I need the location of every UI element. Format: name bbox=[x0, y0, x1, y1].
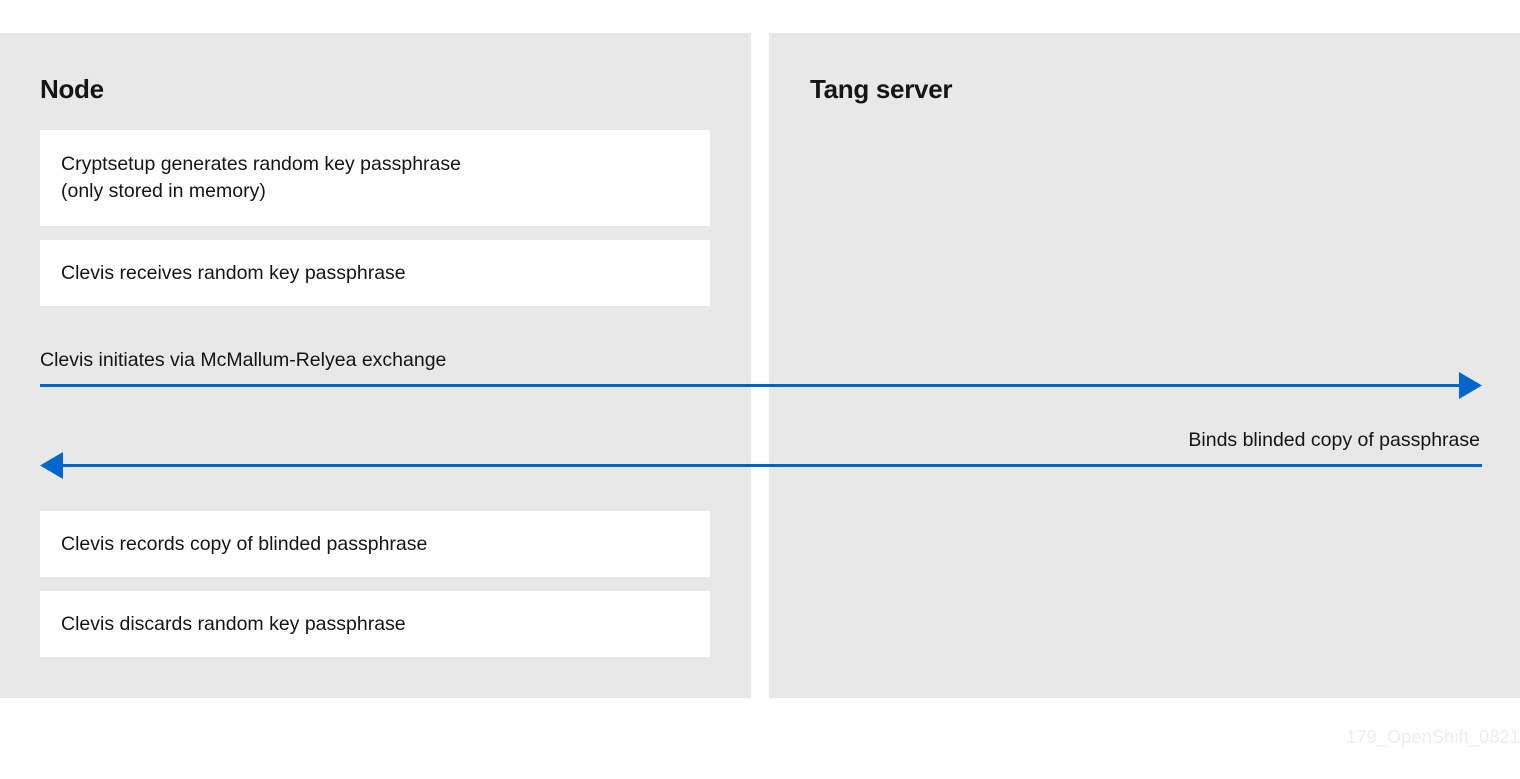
panel-node-title: Node bbox=[40, 74, 104, 104]
step-box-clevis-records: Clevis records copy of blinded passphras… bbox=[40, 511, 710, 577]
panel-tang-server bbox=[769, 33, 1520, 698]
step-label: Clevis receives random key passphrase bbox=[61, 261, 406, 284]
arrow-label-clevis-initiates: Clevis initiates via McMallum-Relyea exc… bbox=[40, 349, 447, 371]
step-box-clevis-discards: Clevis discards random key passphrase bbox=[40, 591, 710, 657]
step-label: Clevis records copy of blinded passphras… bbox=[61, 532, 428, 555]
arrow-label-binds-blinded-copy: Binds blinded copy of passphrase bbox=[1188, 429, 1480, 451]
step-label: Clevis discards random key passphrase bbox=[61, 612, 406, 635]
step-box-clevis-receives: Clevis receives random key passphrase bbox=[40, 240, 710, 306]
panel-tang-server-title: Tang server bbox=[810, 74, 953, 104]
step-label: Cryptsetup generates random key passphra… bbox=[61, 153, 461, 202]
step-box-cryptsetup-generates: Cryptsetup generates random key passphra… bbox=[40, 130, 710, 226]
image-watermark: 179_OpenShift_0821 bbox=[1346, 727, 1520, 747]
